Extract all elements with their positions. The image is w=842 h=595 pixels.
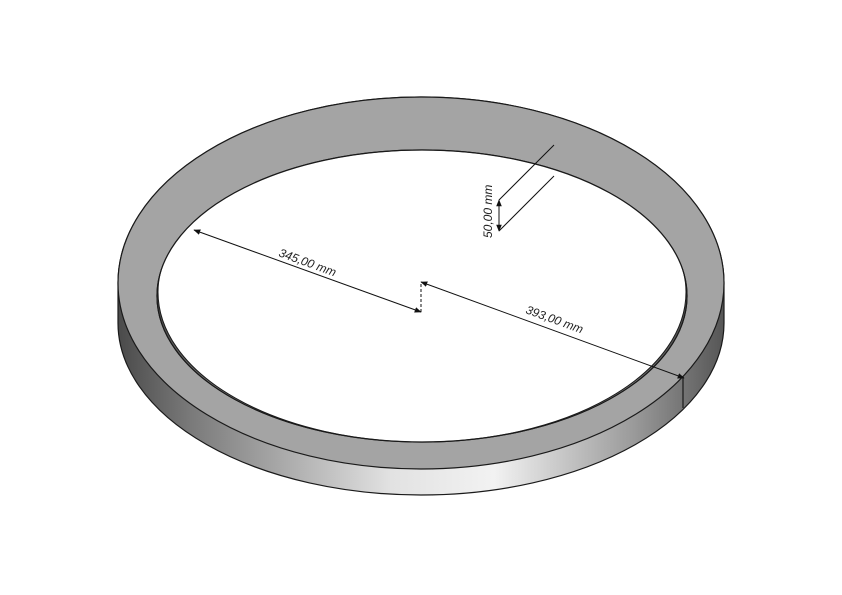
height-extension-bottom bbox=[498, 175, 555, 232]
inner-diameter-line bbox=[193, 229, 422, 313]
ring-inner-edge bbox=[156, 149, 688, 443]
height-extension-top bbox=[498, 144, 555, 201]
height-label: 50,00 mm bbox=[481, 185, 495, 238]
outer-diameter-line bbox=[420, 281, 685, 379]
ring-hole bbox=[157, 150, 687, 442]
